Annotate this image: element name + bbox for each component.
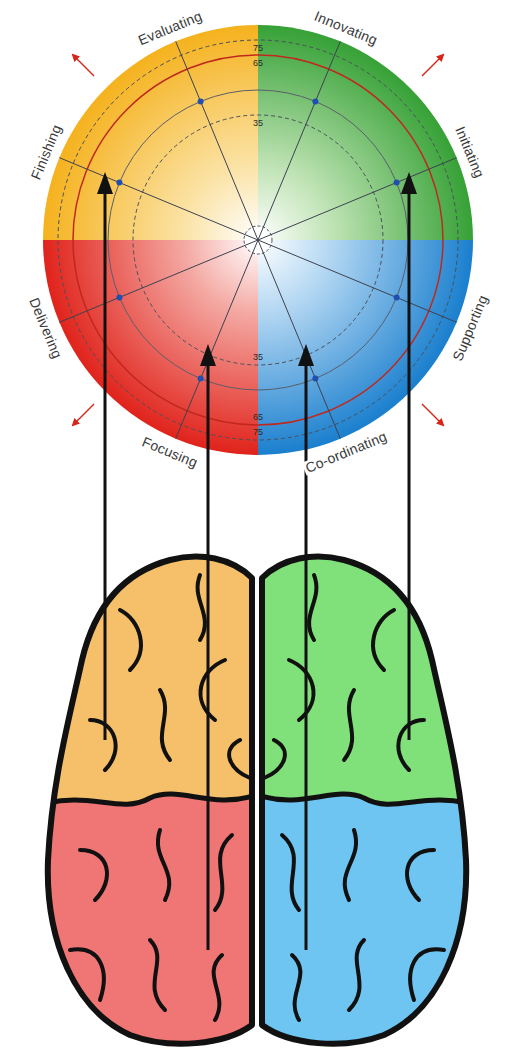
scale-number: 35 — [253, 119, 263, 128]
score-dot — [312, 376, 318, 382]
score-dot — [394, 180, 400, 186]
lobe-green — [256, 540, 510, 1048]
score-dots — [116, 98, 399, 381]
hemisphere-outline — [48, 557, 252, 1044]
score-dot — [198, 98, 204, 104]
score-dot — [394, 294, 400, 300]
outward-arrows — [73, 55, 443, 425]
right-hemisphere — [256, 540, 510, 1048]
mapping-arrowheads — [97, 172, 417, 366]
mapping-arrows — [105, 190, 409, 950]
score-dot — [116, 294, 122, 300]
lobe-blue — [256, 540, 510, 1048]
score-dot — [116, 180, 122, 186]
brain — [0, 540, 510, 1048]
brain-fold — [215, 835, 232, 910]
brain-fold — [90, 720, 116, 770]
brain-fold — [229, 740, 250, 778]
scale-number: 35 — [253, 353, 263, 362]
hemisphere-outline — [262, 557, 466, 1044]
outward-arrow — [73, 55, 94, 76]
outward-arrow — [422, 404, 443, 425]
scale-number: 65 — [253, 413, 263, 422]
brain-fold — [214, 955, 222, 1020]
brain-fold — [198, 575, 205, 640]
brain-fold — [160, 690, 170, 760]
mapping-arrow — [207, 362, 210, 950]
arrowhead — [401, 172, 417, 194]
outward-arrow — [422, 55, 443, 76]
arrowhead — [97, 172, 113, 194]
brain-fold — [120, 610, 141, 670]
arrowhead — [200, 344, 216, 366]
brain-fold — [80, 850, 107, 900]
brain-fold — [150, 940, 165, 1010]
outward-arrow — [73, 404, 94, 425]
lobe-red — [0, 540, 258, 1048]
lobe-divider — [40, 794, 257, 805]
spoke — [59, 158, 456, 323]
ring-75 — [58, 40, 458, 440]
score-dot — [312, 98, 318, 104]
mapping-arrow — [305, 362, 308, 950]
lobe-divider — [257, 794, 474, 805]
lobe-yellow — [0, 540, 258, 1048]
brain-fold — [158, 830, 169, 900]
mapping-arrow — [104, 190, 107, 740]
spokes — [59, 41, 456, 438]
score-dot — [198, 376, 204, 382]
brain-fold — [70, 949, 104, 1000]
arrowhead — [298, 344, 314, 366]
mapping-arrow — [408, 190, 411, 740]
brain-fold — [201, 660, 225, 720]
scale-number: 75 — [253, 44, 263, 53]
left-hemisphere — [0, 540, 258, 1048]
spoke — [59, 158, 456, 323]
scale-number: 65 — [253, 59, 263, 68]
scale-number: 75 — [253, 428, 263, 437]
